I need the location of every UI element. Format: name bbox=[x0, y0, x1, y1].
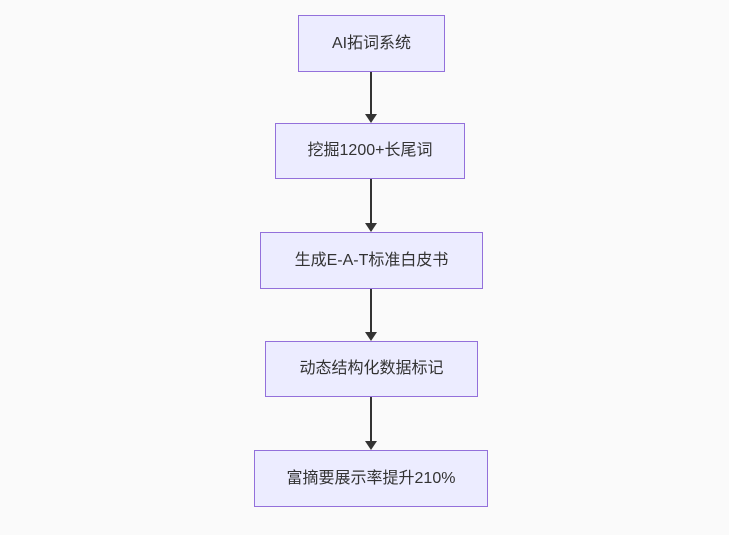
flow-edge-1 bbox=[365, 72, 377, 123]
arrowhead-down-icon bbox=[365, 223, 377, 232]
edge-line bbox=[370, 179, 372, 223]
flow-node-label: 动态结构化数据标记 bbox=[299, 360, 444, 378]
arrowhead-down-icon bbox=[365, 332, 377, 341]
edge-line bbox=[370, 289, 372, 332]
edge-line bbox=[370, 397, 372, 441]
flow-node-rich-snippet-rate: 富摘要展示率提升210% bbox=[254, 450, 488, 507]
flow-node-structured-data-markup: 动态结构化数据标记 bbox=[265, 341, 478, 397]
flow-edge-4 bbox=[365, 397, 377, 450]
flow-node-longtail-keywords: 挖掘1200+长尾词 bbox=[275, 123, 465, 179]
flow-edge-2 bbox=[365, 179, 377, 232]
flow-node-label: 富摘要展示率提升210% bbox=[286, 469, 456, 487]
flow-node-label: 挖掘1200+长尾词 bbox=[307, 142, 433, 160]
edge-line bbox=[370, 72, 372, 114]
flow-edge-3 bbox=[365, 289, 377, 341]
flow-node-label: AI拓词系统 bbox=[331, 34, 412, 52]
flow-node-ai-word-expansion-system: AI拓词系统 bbox=[298, 15, 445, 72]
arrowhead-down-icon bbox=[365, 441, 377, 450]
arrowhead-down-icon bbox=[365, 114, 377, 123]
flow-node-label: 生成E-A-T标准白皮书 bbox=[294, 251, 449, 269]
flow-node-eat-whitepaper: 生成E-A-T标准白皮书 bbox=[260, 232, 483, 289]
